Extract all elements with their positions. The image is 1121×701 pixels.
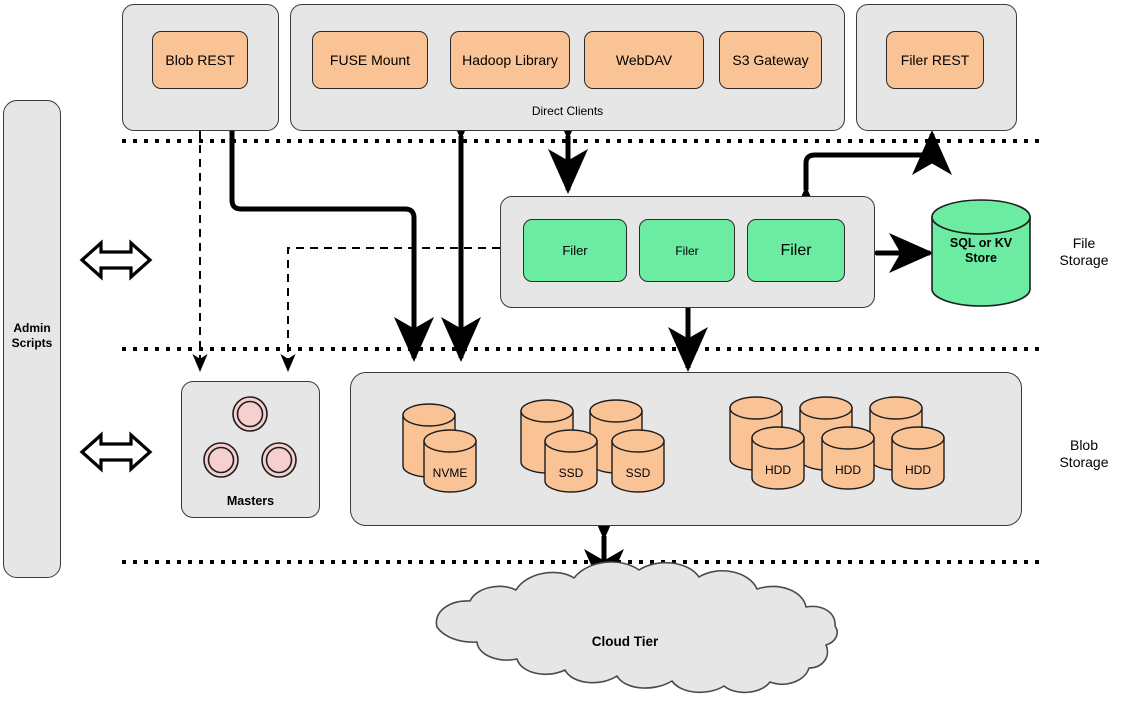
- volume-hdd-front-3[interactable]: [891, 426, 945, 490]
- tier-label-blob-storage: Blob Storage: [1059, 437, 1109, 471]
- admin-scripts-panel[interactable]: [3, 100, 61, 578]
- blob-rest-node[interactable]: Blob REST: [152, 31, 248, 89]
- volume-label-ssd-1: SSD: [558, 466, 584, 480]
- volume-ssd-front-2[interactable]: [611, 429, 665, 493]
- sql-kv-store-label: SQL or KV Store: [949, 236, 1013, 266]
- cloud-tier-shape[interactable]: [435, 561, 838, 694]
- connector-admin-to-blob-storage: [79, 431, 153, 473]
- volume-hdd-front-1[interactable]: [751, 426, 805, 490]
- connector-blob-rest-to-blob-storage: [229, 131, 434, 363]
- connector-admin-to-file-storage: [79, 239, 153, 281]
- volume-label-nvme: NVME: [432, 466, 468, 480]
- tier-label-file-storage: File Storage: [1059, 235, 1109, 269]
- volume-label-ssd-2: SSD: [625, 466, 651, 480]
- sql-kv-store-cylinder[interactable]: [931, 199, 1031, 307]
- cloud-tier-label: Cloud Tier: [591, 634, 659, 649]
- volume-label-hdd-1: HDD: [765, 463, 791, 477]
- filer-rest-node[interactable]: Filer REST: [886, 31, 984, 89]
- master-node-2[interactable]: [203, 442, 239, 478]
- volume-ssd-front-1[interactable]: [544, 429, 598, 493]
- client-node-s3-gateway[interactable]: S3 Gateway: [719, 31, 822, 89]
- filer-node-1[interactable]: Filer: [523, 219, 627, 282]
- volume-hdd-front-2[interactable]: [821, 426, 875, 490]
- admin-scripts-label: Admin Scripts: [11, 321, 53, 350]
- client-node-fuse-mount[interactable]: FUSE Mount: [312, 31, 428, 89]
- client-node-webdav[interactable]: WebDAV: [584, 31, 704, 89]
- connector-filer-rest-to-filer: [786, 129, 952, 231]
- masters-label: Masters: [226, 494, 275, 508]
- volume-label-hdd-3: HDD: [905, 463, 931, 477]
- connector-filer-to-masters: [280, 247, 500, 372]
- master-node-3[interactable]: [261, 442, 297, 478]
- volume-nvme-front[interactable]: [423, 429, 477, 493]
- client-node-hadoop-library[interactable]: Hadoop Library: [450, 31, 570, 89]
- master-node-1[interactable]: [232, 396, 268, 432]
- volume-label-hdd-2: HDD: [835, 463, 861, 477]
